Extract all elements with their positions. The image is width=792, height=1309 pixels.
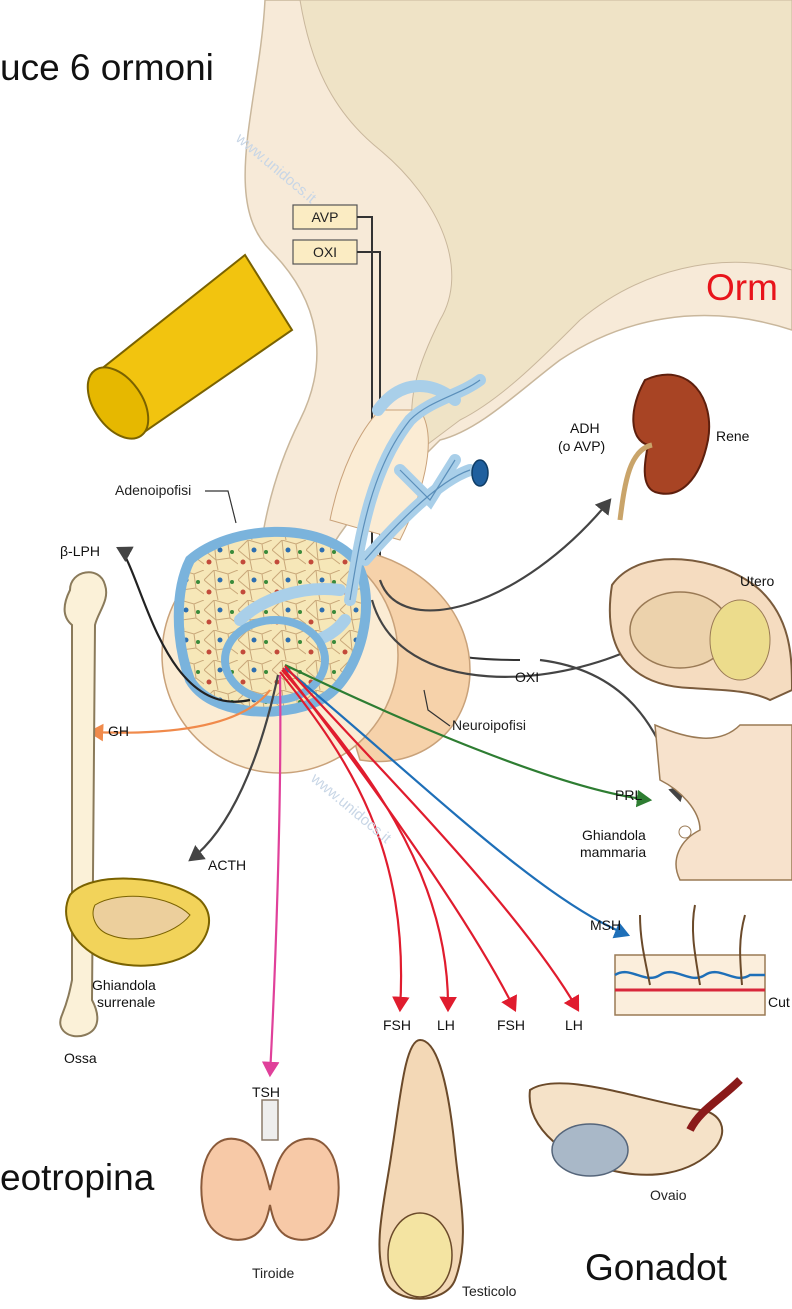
lh-label-1: LH [437, 1017, 455, 1033]
bottom-right-text: Gonadot [585, 1247, 728, 1288]
testis-icon [379, 1040, 462, 1299]
ovaio-label: Ovaio [650, 1187, 687, 1203]
fsh-label-1: FSH [383, 1017, 411, 1033]
cute-label: Cut [768, 994, 790, 1010]
prl-label: PRL [615, 787, 642, 803]
tiroide-label: Tiroide [252, 1265, 294, 1281]
bottom-left-text: eotropina [0, 1157, 155, 1198]
testicolo-label: Testicolo [462, 1283, 517, 1299]
top-right-red-text: Orm [706, 267, 778, 308]
gh-label: GH [108, 723, 129, 739]
mammaria-label-1: Ghiandola [582, 827, 646, 843]
fsh-label-2: FSH [497, 1017, 525, 1033]
kidney-icon [620, 375, 709, 520]
oxi-label-arrow: OXI [515, 669, 539, 685]
adh-label: ADH [570, 420, 600, 436]
svg-text:www.unidocs.it: www.unidocs.it [307, 769, 395, 847]
top-left-text: uce 6 ormoni [0, 47, 214, 88]
neuroipofisi-label: Neuroipofisi [452, 717, 526, 733]
b-lph-label: β-LPH [60, 543, 100, 559]
avp-label: AVP [312, 209, 339, 225]
bone-icon [60, 572, 106, 1036]
mammaria-label-2: mammaria [580, 844, 646, 860]
utero-label: Utero [740, 573, 774, 589]
nerve-tract [75, 255, 292, 450]
adh-label-2: (o AVP) [558, 438, 605, 454]
ossa-label: Ossa [64, 1050, 97, 1066]
oxi-label: OXI [313, 244, 337, 260]
surrenale-label-1: Ghiandola [92, 977, 156, 993]
skin-icon [615, 905, 765, 1015]
acth-label: ACTH [208, 857, 246, 873]
adenoipofisi-label: Adenoipofisi [115, 482, 191, 498]
thyroid-icon [201, 1100, 338, 1240]
tsh-label: TSH [252, 1084, 280, 1100]
msh-label: MSH [590, 917, 621, 933]
breast-icon [655, 725, 792, 880]
lh-label-2: LH [565, 1017, 583, 1033]
oxi-box: OXI [293, 240, 357, 264]
surrenale-label-2: surrenale [97, 994, 156, 1010]
avp-box: AVP [293, 205, 357, 229]
rene-label: Rene [716, 428, 750, 444]
ovary-icon [530, 1080, 740, 1176]
